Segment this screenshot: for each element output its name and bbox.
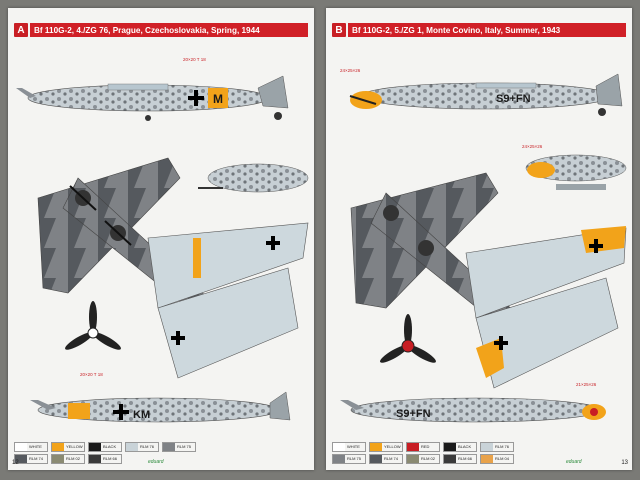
stencil-callout-2: 24×25×26 <box>522 144 543 149</box>
paint-swatch: YELLOW <box>369 442 403 452</box>
bottom-view-plan <box>147 222 309 379</box>
brand-logo: eduard <box>566 459 582 465</box>
profile-header: B Bf 110G-2, 5./ZG 1, Monte Covino, Ital… <box>332 22 626 38</box>
paint-swatch: YELLOW <box>51 442 85 452</box>
paint-swatch-grid: WHITE YELLOW RED BLACK RLM 76 RLM 75 RLM… <box>332 442 514 464</box>
stencil-callout: 24×25×26 <box>340 68 361 73</box>
brand-logo: eduard <box>148 459 164 465</box>
propeller-detail <box>65 301 121 350</box>
paint-swatch: WHITE <box>332 442 366 452</box>
profile-title: Bf 110G-2, 5./ZG 1, Monte Covino, Italy,… <box>348 23 626 37</box>
stencil-callout-3: 21×25×26 <box>576 382 597 387</box>
profile-title: Bf 110G-2, 4./ZG 76, Prague, Czechoslova… <box>30 23 308 37</box>
instruction-page-left: A Bf 110G-2, 4./ZG 76, Prague, Czechoslo… <box>8 8 314 470</box>
paint-swatch-grid: WHITE YELLOW BLACK RLM 76 RLM 75 RLM 74 … <box>14 442 196 464</box>
page-number: 13 <box>621 460 628 466</box>
paint-swatch: RLM 74 <box>14 454 48 464</box>
paint-swatch: RLM 66 <box>443 454 477 464</box>
side-profile-bottom: S9+FN <box>340 397 606 423</box>
nose-detail <box>525 154 627 190</box>
stencil-callout-2: 20×20 T 18 <box>80 372 103 377</box>
paint-swatch: RLM 75 <box>162 442 196 452</box>
profile-letter: B <box>332 23 346 37</box>
fuselage-code: M <box>213 92 223 106</box>
profile-letter: A <box>14 23 28 37</box>
aircraft-profiles-illustration: M <box>16 57 309 423</box>
paint-swatch: RLM 76 <box>480 442 514 452</box>
paint-swatch: WHITE <box>14 442 48 452</box>
paint-swatch: RED <box>406 442 440 452</box>
fuselage-code: S9+FN <box>496 93 531 105</box>
nose-detail <box>198 163 309 193</box>
paint-swatch: RLM 04 <box>480 454 514 464</box>
bottom-view-plan <box>465 226 627 389</box>
paint-swatch: RLM 02 <box>406 454 440 464</box>
paint-swatch: RLM 66 <box>88 454 122 464</box>
side-profile-top: S9+FN <box>349 73 623 116</box>
paint-swatch: RLM 02 <box>51 454 85 464</box>
profile-header: A Bf 110G-2, 4./ZG 76, Prague, Czechoslo… <box>14 22 308 38</box>
side-profile-top: M <box>16 75 289 121</box>
aircraft-profiles-illustration: S9+FN <box>340 68 627 423</box>
paint-swatch: BLACK <box>443 442 477 452</box>
fuselage-code-2: S9+FN <box>396 408 431 420</box>
side-profile-bottom: KM <box>30 391 291 423</box>
fuselage-code-2: KM <box>133 409 150 421</box>
instruction-page-right: B Bf 110G-2, 5./ZG 1, Monte Covino, Ital… <box>326 8 632 470</box>
paint-swatch: BLACK <box>88 442 122 452</box>
page-number: 12 <box>12 460 19 466</box>
stencil-callout: 20×20 T 18 <box>183 57 206 62</box>
paint-swatch: RLM 75 <box>332 454 366 464</box>
paint-swatch: RLM 76 <box>125 442 159 452</box>
propeller-detail <box>380 314 436 363</box>
paint-swatch: RLM 74 <box>369 454 403 464</box>
